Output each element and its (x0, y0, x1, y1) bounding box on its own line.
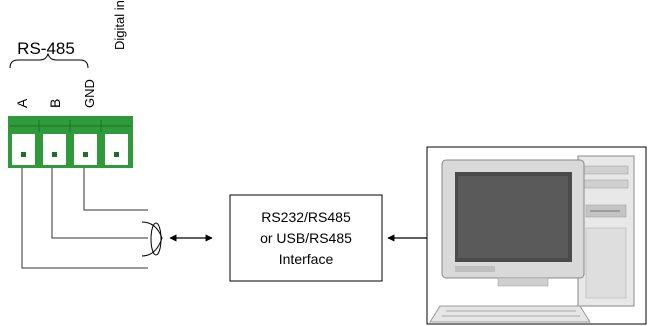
pin-label-gnd: GND (82, 79, 97, 108)
desktop-computer-icon (426, 146, 647, 325)
rs485-brace (9, 52, 89, 69)
digital-input-label: Digital input (112, 0, 127, 50)
interface-box (229, 194, 383, 282)
interface-line2: or USB/RS485 (260, 230, 352, 246)
interface-line3: Interface (279, 251, 334, 267)
pin-label-a: A (14, 98, 30, 108)
terminal-block (8, 116, 133, 168)
wires (21, 168, 148, 269)
pin-label-b: B (47, 99, 63, 108)
interface-line1: RS232/RS485 (261, 209, 351, 225)
rs485-group-label: RS-485 (17, 39, 75, 58)
cable (141, 221, 163, 257)
